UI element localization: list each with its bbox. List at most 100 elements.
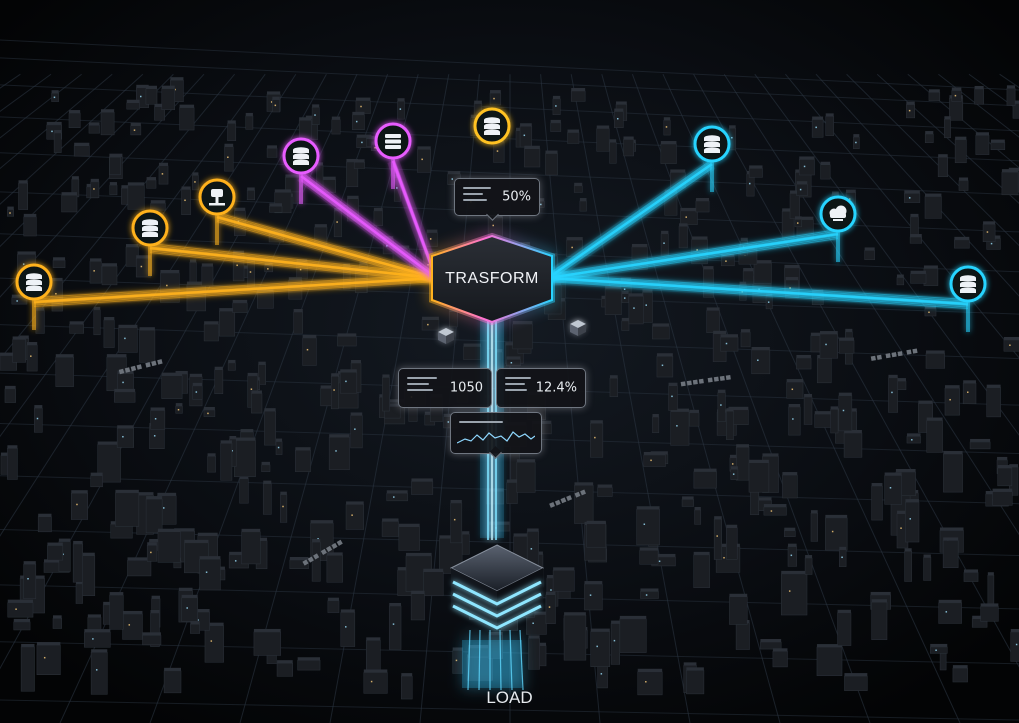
building bbox=[84, 629, 111, 648]
building bbox=[1003, 336, 1019, 352]
building bbox=[563, 612, 587, 661]
database-icon[interactable] bbox=[282, 137, 320, 175]
building bbox=[839, 546, 847, 567]
street-line bbox=[0, 116, 1019, 162]
flow-beam bbox=[544, 158, 716, 283]
building bbox=[830, 406, 839, 434]
building bbox=[253, 628, 281, 656]
building bbox=[810, 510, 818, 542]
building bbox=[203, 406, 216, 417]
cloud-service-icon[interactable] bbox=[819, 195, 857, 233]
building bbox=[35, 307, 45, 334]
building bbox=[421, 316, 440, 331]
building bbox=[297, 657, 321, 671]
building bbox=[61, 192, 78, 213]
building bbox=[640, 588, 659, 599]
building bbox=[382, 374, 390, 412]
building bbox=[146, 542, 158, 562]
building bbox=[109, 182, 118, 196]
building bbox=[997, 465, 1013, 487]
metric-card-top: 50% bbox=[454, 178, 540, 216]
building bbox=[545, 150, 558, 176]
building bbox=[803, 393, 813, 425]
building bbox=[241, 528, 261, 565]
building bbox=[109, 154, 121, 176]
building bbox=[670, 408, 690, 446]
street-line bbox=[570, 74, 691, 723]
building bbox=[929, 643, 948, 654]
building bbox=[597, 484, 613, 497]
street-line bbox=[0, 39, 1019, 91]
metric-value-top: 50% bbox=[502, 189, 531, 205]
building bbox=[116, 425, 135, 448]
building bbox=[681, 496, 694, 507]
building bbox=[604, 286, 622, 315]
building bbox=[298, 117, 312, 139]
transform-node[interactable]: TRASFORM bbox=[432, 240, 552, 318]
server-stack-icon[interactable] bbox=[374, 122, 412, 160]
building bbox=[906, 433, 921, 444]
building bbox=[126, 99, 140, 110]
building bbox=[814, 411, 836, 428]
building bbox=[423, 568, 444, 597]
building bbox=[411, 478, 434, 495]
building bbox=[753, 260, 772, 284]
database-icon[interactable] bbox=[15, 263, 53, 301]
building bbox=[811, 116, 824, 138]
building bbox=[942, 537, 959, 569]
building bbox=[729, 593, 748, 625]
building bbox=[118, 324, 138, 353]
building bbox=[579, 198, 587, 212]
building bbox=[693, 468, 717, 489]
building bbox=[189, 259, 197, 283]
building bbox=[943, 451, 963, 493]
flow-beam bbox=[297, 170, 440, 283]
building bbox=[748, 165, 763, 178]
building bbox=[819, 331, 838, 359]
building bbox=[720, 334, 739, 352]
building bbox=[4, 385, 16, 403]
building bbox=[23, 213, 37, 237]
database-icon[interactable] bbox=[131, 209, 169, 247]
building bbox=[726, 408, 734, 440]
api-plug-icon[interactable] bbox=[198, 178, 236, 216]
building bbox=[139, 327, 156, 363]
building bbox=[864, 247, 875, 260]
building bbox=[245, 112, 254, 130]
building bbox=[280, 491, 288, 523]
database-icon[interactable] bbox=[473, 107, 511, 145]
building bbox=[353, 159, 365, 169]
building bbox=[837, 609, 852, 646]
building bbox=[386, 490, 408, 502]
building bbox=[145, 85, 158, 105]
building bbox=[145, 496, 163, 534]
building bbox=[69, 321, 84, 334]
building bbox=[7, 445, 18, 480]
building bbox=[838, 337, 855, 354]
street-line bbox=[0, 57, 1019, 107]
building bbox=[694, 506, 702, 525]
building bbox=[114, 388, 136, 403]
building bbox=[398, 523, 420, 551]
building bbox=[896, 274, 905, 286]
building bbox=[975, 132, 990, 155]
building bbox=[788, 403, 801, 436]
card-text-lines bbox=[463, 187, 491, 205]
building bbox=[614, 108, 624, 128]
building bbox=[652, 323, 670, 340]
flow-beam bbox=[387, 155, 442, 282]
street-line bbox=[0, 73, 235, 360]
metric-card-right: 12.4% bbox=[496, 368, 586, 408]
database-icon[interactable] bbox=[693, 125, 731, 163]
building bbox=[730, 466, 739, 480]
building bbox=[642, 289, 653, 323]
building bbox=[214, 366, 224, 395]
building bbox=[181, 594, 198, 622]
building bbox=[90, 649, 108, 695]
database-icon[interactable] bbox=[949, 265, 987, 303]
building bbox=[660, 141, 677, 164]
building bbox=[905, 499, 920, 543]
building bbox=[639, 547, 659, 565]
building bbox=[337, 333, 357, 347]
building bbox=[944, 385, 960, 416]
